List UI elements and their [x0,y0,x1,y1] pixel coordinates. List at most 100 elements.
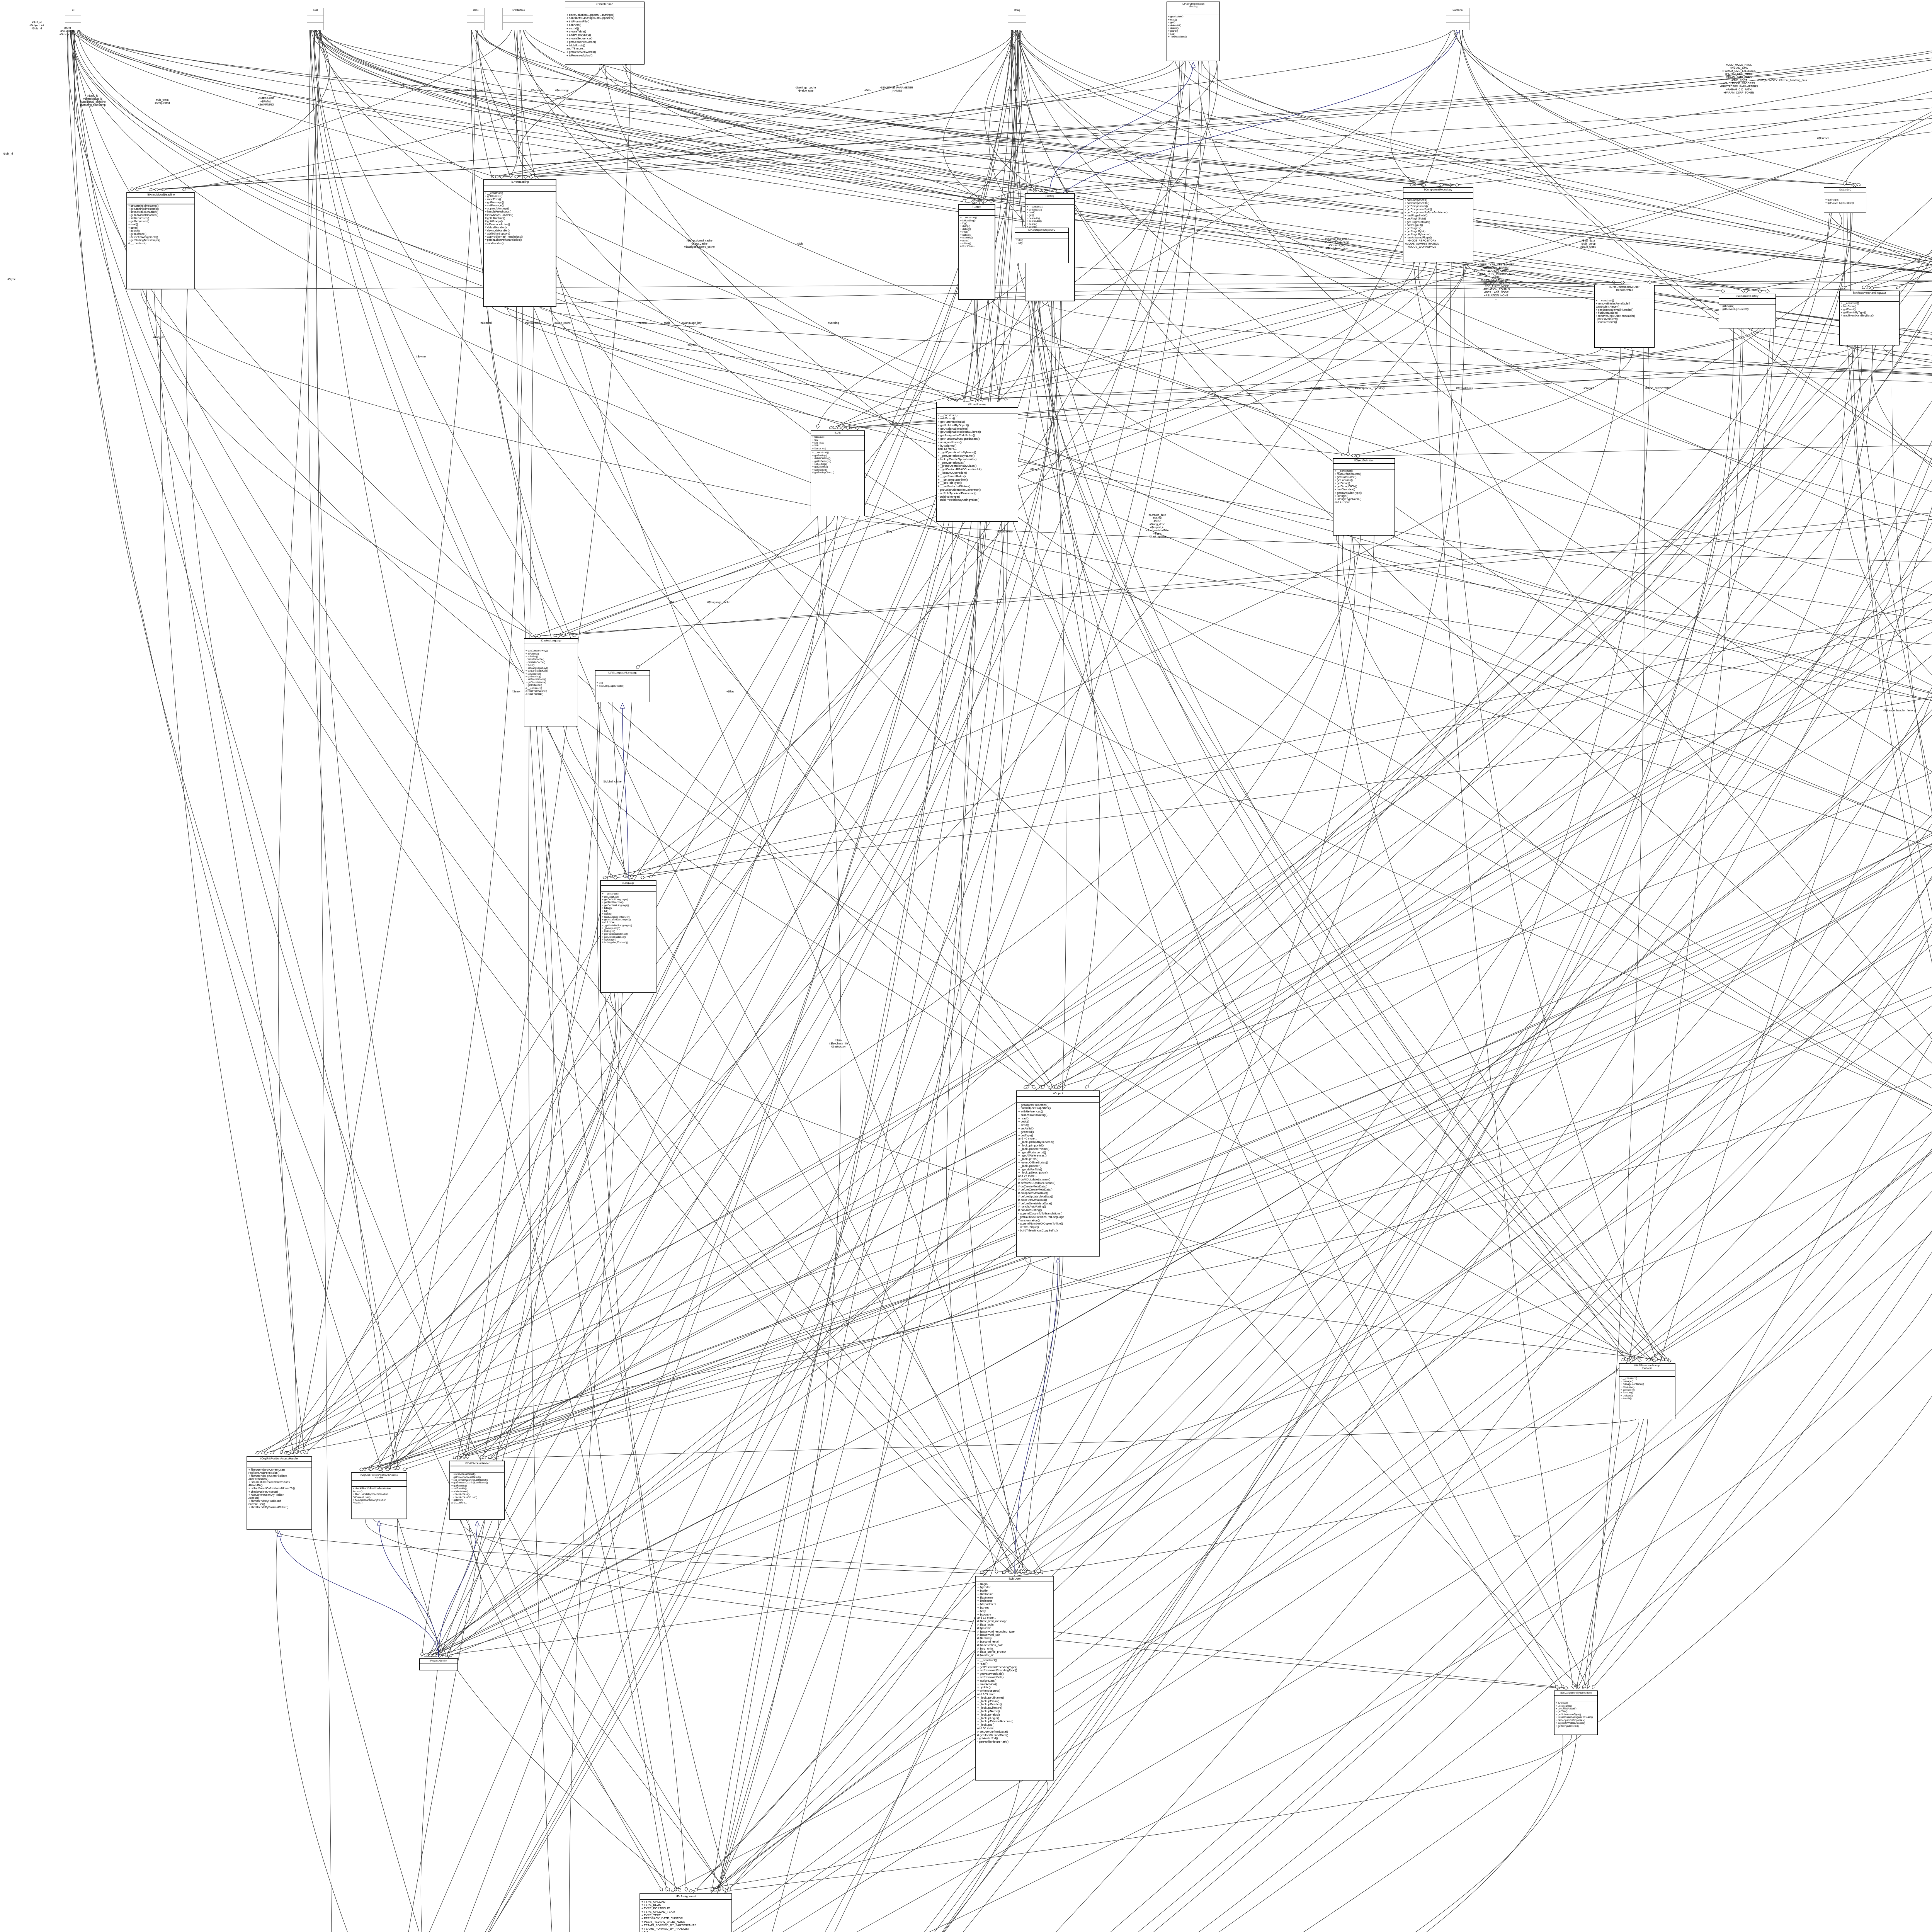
operation-row: + getPluginSlotById() [1405,221,1430,224]
aggregation-edge [614,697,1932,878]
uml-class-node[interactable]: ilAccessHandler [419,1658,458,1671]
operation-row: and 41 more... [1335,501,1352,504]
uml-class-node[interactable]: ILIAS+ $account+ $ini+ $ini_ilias+ $db+ … [811,430,865,516]
class-operations [420,1669,457,1670]
aggregation-edge [654,1256,1060,1932]
uml-class-node[interactable]: int [65,8,81,30]
aggregation-edge [256,213,1848,1454]
edge-label: #$cat #$instances #$use_cache [60,27,76,36]
edge-label: #$error [512,690,521,693]
operation-row: + _lookupClientIP() [977,1706,1002,1710]
aggregation-edge [605,993,1029,1573]
operation-row: + lookupCreateOperationIds() [938,457,977,461]
uml-class-node[interactable]: ilObjectDefinition+ __construct()+ readD… [1333,458,1395,536]
aggregation-edge [186,289,725,1891]
uml-class-node[interactable]: ilArtifactEventHandlingData+ __construct… [1839,291,1900,345]
uml-class-node[interactable]: ilOrgUnitPositionAndRBACAccess Handler+ … [351,1472,407,1519]
operation-row: + critical() [960,242,971,245]
uml-class-node[interactable]: ilComponentRepository+ hasComponent()+ h… [1403,187,1473,262]
operation-row: + setLanguageKey() [526,667,548,670]
aggregation-edge [1030,263,1664,1361]
uml-class-node[interactable]: ilObject+ getObjectProperties()+ flushOb… [1016,1090,1100,1257]
inheritance-edge [379,1521,439,1657]
edge-label: #$setting [828,322,839,325]
attribute-row: # $org_units [977,1646,993,1650]
aggregation-edge [318,26,1932,333]
edge-label: +$ilias [726,690,735,693]
edge-label: +$module [1006,89,1019,92]
aggregation-edge [1896,269,1932,288]
aggregation-edge [1041,213,1853,1088]
operation-row: + connect() [566,23,582,27]
attribute-row: + $account [812,436,825,439]
uml-class-node[interactable]: ilErrorHandling+ __construct()+ getHandl… [483,179,556,307]
aggregation-edge [1202,61,1932,266]
uml-class-node[interactable]: RunInterface [502,8,533,30]
aggregation-edge [569,993,623,1932]
aggregation-edge [449,917,1932,1656]
operation-row: + sanitizeMB4StringIfNotSupported() [566,16,614,20]
uml-class-node[interactable]: ILIAS\Language\Language+ txt()+ loadLang… [595,670,650,702]
uml-class-node[interactable]: Container [1446,8,1470,30]
uml-class-node[interactable]: ilDBInterface+ doesCollationSupportMB4St… [565,2,645,65]
operation-row: + isCurrentUserBasedOnPositions AllowedT… [248,1481,290,1487]
operation-row: + setResults() [451,1487,467,1490]
operation-row: + manageContainer() [1621,1383,1644,1386]
operation-row: + isAssigned() [938,444,957,447]
class-attributes [307,15,323,23]
aggregation-edge [1189,61,1932,259]
edge-label: #$is_team #$requested [155,99,170,105]
operation-row: + setPreventCachingLastResult() [451,1479,488,1482]
operation-row: + dump() [960,225,970,228]
uml-class-node[interactable]: ilCachedLanguage+ getContainerKey()+ isF… [524,638,578,726]
operation-row: + __construct() [1621,1377,1637,1380]
aggregation-edge [286,548,1932,1454]
operation-row: + _getOperationIdByName() [938,454,975,458]
edge-label: #$event_handling_data [1779,79,1807,82]
uml-class-node[interactable]: ilLanguage+ __construct()+ getLangKey()+… [600,880,656,993]
operation-row: + getPluginSlots() [1405,218,1426,221]
uml-class-node[interactable]: ilObjUser+ $login+ $gender+ $utitle+ $fi… [975,1576,1054,1781]
class-attributes: + TYPE_UPLOAD+ TYPE_BLOG+ TYPE_PORTFOLIO… [640,1900,731,1932]
uml-class-node[interactable]: ilCronDeleteInactiveUser ReminderMail+ _… [1594,285,1655,348]
aggregation-edge [1049,632,1932,1088]
edge-label: #$obj_data #$obj_group #$sub_types [1580,240,1596,249]
aggregation-edge [388,993,619,1470]
uml-class-node[interactable]: ILIAS\ResourceStorage \Services+ __const… [1619,1363,1675,1419]
attribute-row: + TEAMS_FORMED_BY_PARTICIPANTS [641,1923,697,1927]
operation-row: # isDevmodeActive() [485,223,510,226]
uml-class-node[interactable]: ilExAssignmentTypeInterface+ isActive()+… [1554,1690,1598,1735]
class-attributes [565,7,644,13]
class-operations: + storeAccessResult()+ getStoredAccessRe… [450,1473,504,1505]
class-name: static [467,8,484,15]
uml-class-node[interactable]: ilObjectDIC+ getPlugin()+ getActivePlugi… [1824,187,1866,213]
uml-class-node[interactable]: ilOrgUnitPositionAccessHandler+ filterUs… [247,1456,312,1530]
uml-class-node[interactable]: ilLogger+ __construct()+ isHandling()+ l… [958,204,995,300]
uml-class-node[interactable]: ilRbacReview+ __construct()+ roleExists(… [936,402,1018,522]
operation-row: + getType() [1018,1133,1033,1137]
uml-class-node[interactable]: ILIAS\Administration \Setting+ getModule… [1167,2,1220,61]
aggregation-edge [468,1519,669,1891]
aggregation-edge [944,347,1650,1932]
uml-class-node[interactable]: ILIAS\Object\ilObjectDIC+ dic()- init() [1015,228,1069,263]
operation-row: + error() [960,239,969,242]
uml-class-node[interactable]: ilExcIndividualDeadline+ setStartingTime… [126,192,195,289]
class-name: bool [307,8,323,15]
aggregation-edge [1017,26,1444,185]
aggregation-edge [733,923,1932,1932]
attribute-row: + $department [977,1602,997,1606]
class-name: ilAccessHandler [420,1659,457,1664]
uml-class-node[interactable]: ilExAssignment+ TYPE_UPLOAD+ TYPE_BLOG+ … [639,1893,732,1932]
operation-row: and 11 more... [451,1502,467,1505]
uml-class-node[interactable]: ilComponentFactory+ getPlugin()+ getActi… [1719,294,1776,328]
attribute-row: + $db [812,444,819,447]
class-attributes [1719,299,1776,305]
uml-class-node[interactable]: ilRBACAccessHandler+ storeAccessResult()… [449,1461,505,1520]
uml-class-node[interactable]: bool [307,8,324,30]
aggregation-edge [278,26,321,1454]
uml-class-node[interactable]: static [467,8,485,30]
uml-class-node[interactable]: string [1008,8,1026,30]
attribute-row: + TYPE_PORTFOLIO [641,1906,670,1910]
aggregation-edge [140,289,1932,701]
